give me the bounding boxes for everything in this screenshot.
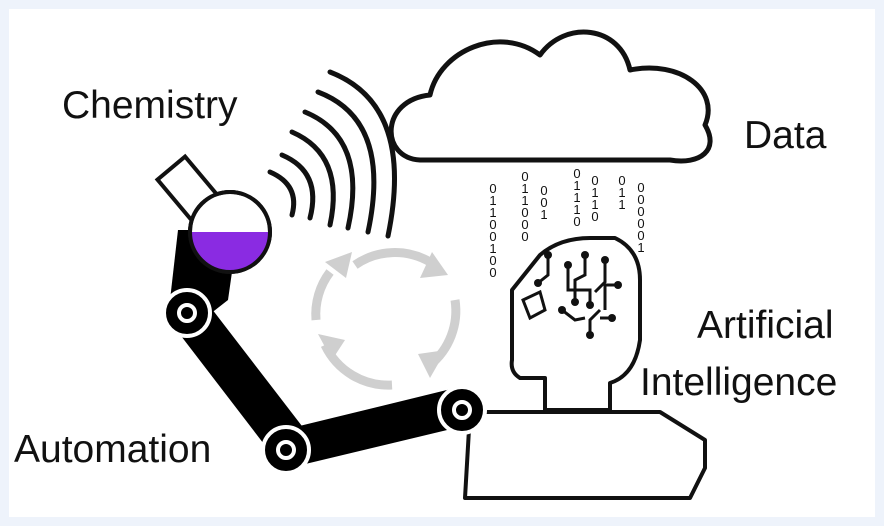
computer-base (463, 410, 707, 500)
binary-column: 000001 (634, 180, 649, 252)
binary-column: 01100100 (486, 181, 501, 277)
automation-label: Automation (14, 428, 212, 471)
artificial-label: Artificial (697, 304, 834, 347)
intelligence-label: Intelligence (640, 361, 838, 404)
flask-icon (154, 153, 272, 274)
binary-column: 001 (537, 183, 552, 219)
chemistry-label: Chemistry (62, 84, 238, 127)
cycle-arrowheads (318, 252, 448, 378)
signal-waves-icon (267, 69, 397, 239)
binary-column: 011 (615, 173, 630, 209)
robot-joints (162, 288, 487, 475)
circuit-nodes (534, 251, 622, 339)
ai-head (509, 236, 642, 412)
data-cloud (388, 29, 713, 164)
data-label: Data (744, 114, 827, 157)
binary-column: 0110 (588, 173, 603, 221)
binary-rain: 01100100 011000 001 01110 0110 011 00000… (486, 166, 649, 277)
binary-column: 011000 (518, 169, 533, 241)
circuit-brain-icon (521, 255, 618, 335)
binary-column: 01110 (570, 166, 585, 226)
